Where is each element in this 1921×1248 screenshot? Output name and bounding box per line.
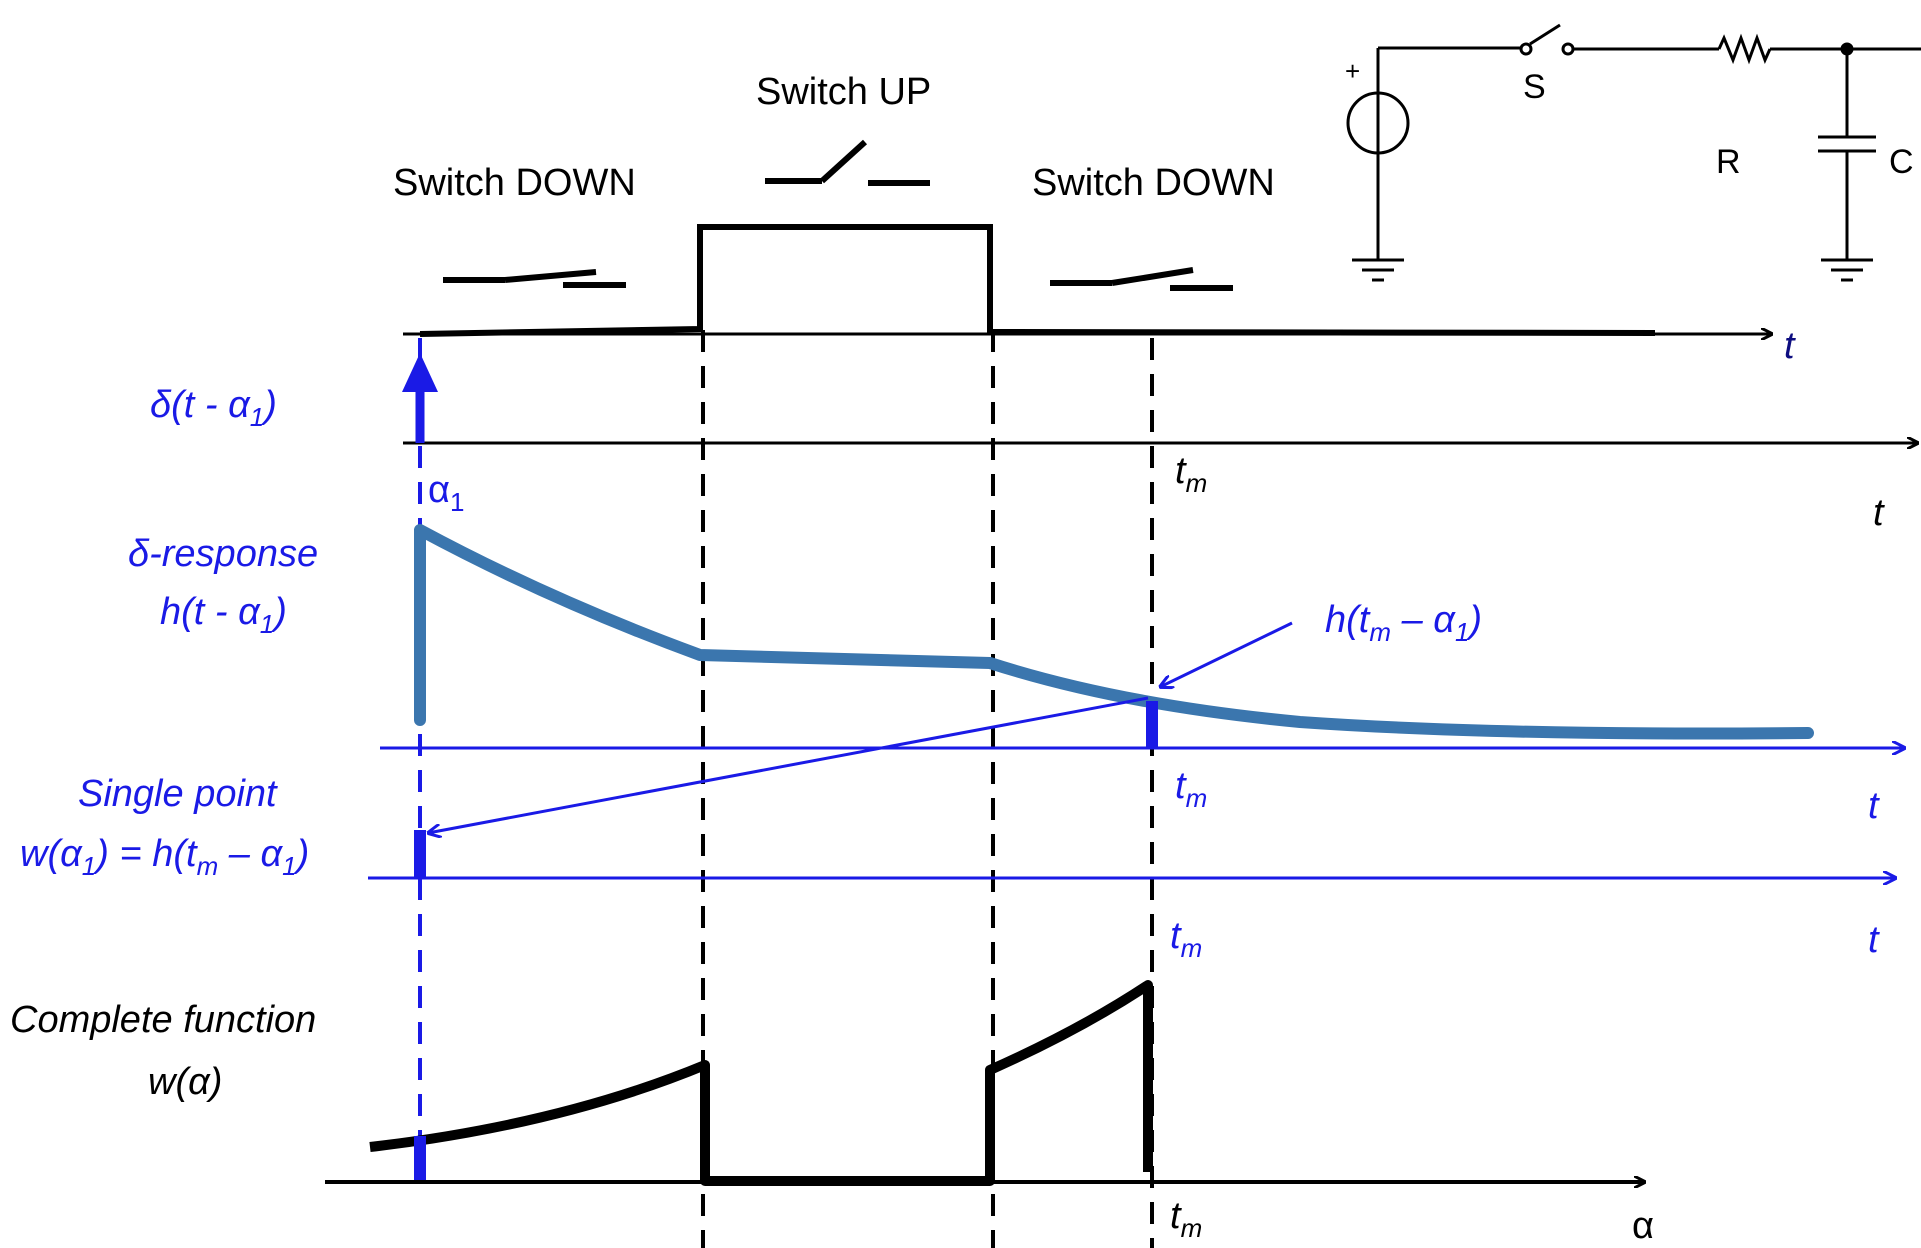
complete-axis-label: α: [1632, 1205, 1654, 1247]
switch-state-waveform: [419, 224, 1656, 337]
single-point-tm-label: tm: [1170, 915, 1202, 963]
response-annotation: h(tm – α1): [1325, 599, 1482, 647]
rc-circuit: [1346, 23, 1921, 282]
complete-title-line2: w(α): [148, 1061, 222, 1103]
single-point-title: Single point: [78, 773, 278, 815]
delta-axis-label: t: [1873, 492, 1885, 534]
switch-s-label: S: [1523, 68, 1546, 106]
resistor-r-label: R: [1716, 143, 1741, 181]
open-switch-icon: [765, 139, 930, 186]
switch-down-label-right: Switch DOWN: [1032, 162, 1275, 204]
closed-switch-icon-right: [1050, 267, 1233, 291]
delta-label: δ(t - α1): [150, 384, 277, 432]
single-point-bar: [414, 830, 426, 878]
time-markers: [418, 330, 1154, 1248]
response-tm-label: tm: [1175, 765, 1207, 813]
delta-row: δ(t - α1) α1 tm t: [150, 353, 1918, 534]
complete-function-row: Complete function w(α) tm α: [10, 980, 1654, 1247]
complete-tm-label: tm: [1170, 1195, 1202, 1243]
complete-title-line1: Complete function: [10, 999, 316, 1041]
source-plus-label: +: [1345, 56, 1360, 86]
switch-down-label-left: Switch DOWN: [393, 162, 636, 204]
switch-contact-icon: [1519, 42, 1533, 56]
response-title-line2: h(t - α1): [160, 591, 287, 639]
response-row: δ-response h(t - α1) h(tm – α1) tm t: [128, 524, 1905, 833]
complete-function-curve: [369, 980, 1153, 1186]
transfer-arrow: [428, 696, 1149, 833]
single-point-equation: w(α1) = h(tm – α1): [20, 833, 309, 881]
delta-response-curve: [414, 524, 1814, 740]
resistor-icon: [1717, 33, 1772, 65]
closed-switch-icon-left: [443, 269, 626, 288]
response-sample-bar: [1146, 701, 1158, 748]
single-point-axis-label: t: [1868, 919, 1880, 961]
annotation-pointer-arrow: [1160, 621, 1293, 687]
alpha1-label: α1: [428, 469, 464, 517]
switch-row-axis-label: t: [1784, 325, 1796, 367]
response-title-line1: δ-response: [128, 533, 318, 575]
delta-impulse-head: [402, 353, 438, 392]
complete-sample-bar: [414, 1136, 426, 1182]
switch-state-row: Switch DOWN Switch UP Switch DOWN t: [393, 71, 1796, 367]
response-axis-label: t: [1868, 785, 1880, 827]
single-point-row: Single point w(α1) = h(tm – α1) tm t: [20, 773, 1896, 963]
switch-up-label: Switch UP: [756, 71, 931, 113]
capacitor-c-label: C: [1889, 143, 1914, 181]
delta-tm-label: tm: [1175, 450, 1207, 498]
